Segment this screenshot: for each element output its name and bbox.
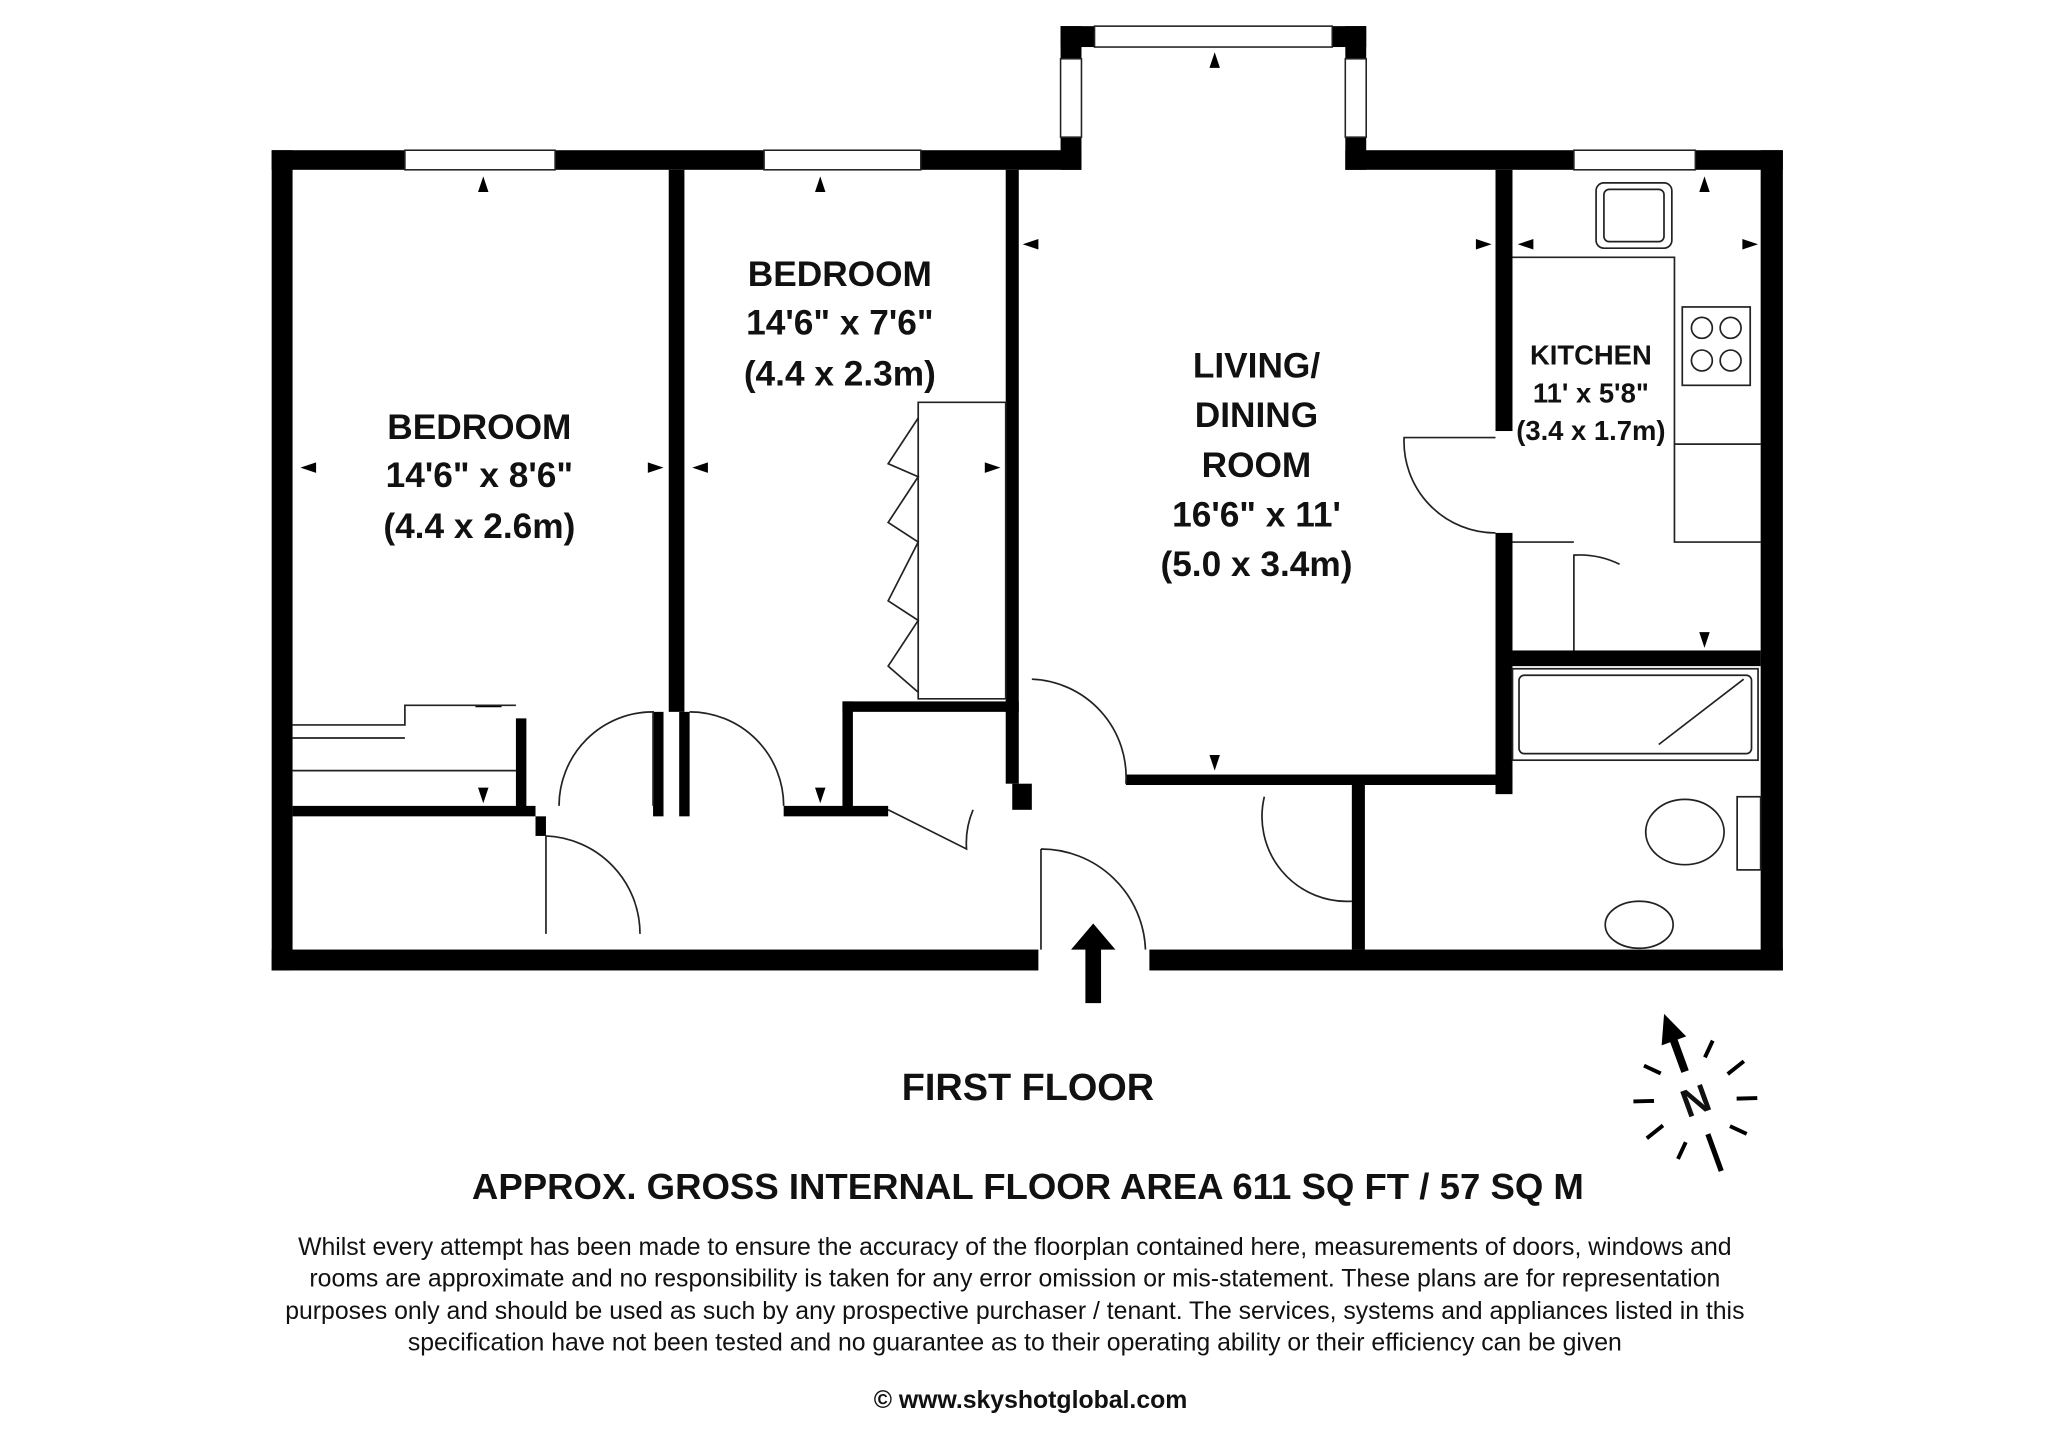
room-name-line3: ROOM: [1202, 446, 1312, 485]
floor-area: APPROX. GROSS INTERNAL FLOOR AREA 611 SQ…: [472, 1166, 1584, 1207]
compass-label: N: [1675, 1076, 1716, 1126]
room-bedroom-1: BEDROOM 14'6" x 8'6" (4.4 x 2.6m): [383, 408, 575, 546]
room-bedroom-2: BEDROOM 14'6" x 7'6" (4.4 x 2.3m): [744, 255, 936, 393]
windows: [404, 25, 1697, 171]
disclaimer-line: purposes only and should be used as such…: [285, 1298, 1744, 1325]
room-dimensions-metric: (4.4 x 2.6m): [383, 507, 575, 546]
room-dimensions-metric: (3.4 x 1.7m): [1516, 415, 1665, 446]
copyright-link[interactable]: © www.skyshotglobal.com: [874, 1387, 1188, 1414]
north-arrow-icon: N: [1633, 1013, 1758, 1172]
room-name-line2: DINING: [1195, 396, 1318, 435]
disclaimer-line: Whilst every attempt has been made to en…: [298, 1234, 1732, 1261]
room-kitchen: KITCHEN 11' x 5'8" (3.4 x 1.7m): [1516, 339, 1665, 446]
room-name-line1: LIVING/: [1193, 346, 1321, 385]
room-dimensions-imperial: 16'6" x 11': [1172, 495, 1341, 534]
room-dimensions-imperial: 14'6" x 8'6": [386, 456, 573, 495]
entrance-arrow-icon: [1071, 923, 1116, 1004]
dimension-arrows: [300, 52, 1759, 1004]
doors: [545, 436, 1620, 950]
disclaimer-line: rooms are approximate and no responsibil…: [309, 1266, 1720, 1293]
fixtures: [292, 182, 1762, 950]
room-name: KITCHEN: [1530, 339, 1652, 370]
room-dimensions-imperial: 14'6" x 7'6": [746, 303, 933, 342]
room-dimensions-imperial: 11' x 5'8": [1533, 377, 1649, 408]
floor-label: FIRST FLOOR: [902, 1067, 1154, 1109]
room-dimensions-metric: (4.4 x 2.3m): [744, 354, 936, 393]
room-name: BEDROOM: [387, 408, 571, 447]
disclaimer-line: specification have not been tested and n…: [408, 1330, 1622, 1357]
room-living-dining: LIVING/ DINING ROOM 16'6" x 11' (5.0 x 3…: [1160, 346, 1352, 584]
room-dimensions-metric: (5.0 x 3.4m): [1160, 545, 1352, 584]
room-name: BEDROOM: [748, 255, 932, 294]
